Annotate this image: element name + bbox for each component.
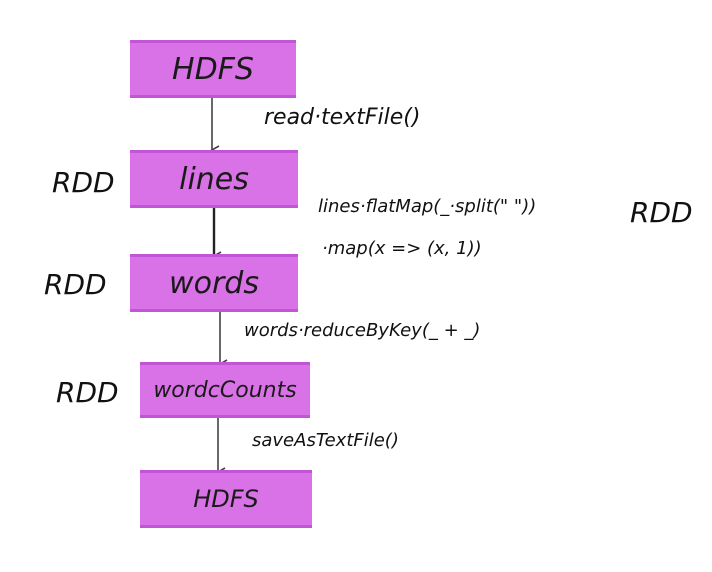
rdd-label-lines: RDD [52, 166, 115, 199]
operation-read-textfile: read·textFile() [264, 105, 421, 130]
node-lines: lines [130, 150, 298, 208]
node-words-label: words [169, 265, 259, 301]
node-lines-label: lines [179, 161, 249, 197]
operation-map-pair: ·map(x => (x, 1)) [322, 238, 482, 259]
node-hdfs-sink: HDFS [140, 470, 312, 528]
node-hdfs-source: HDFS [130, 40, 296, 98]
node-hdfs-source-label: HDFS [172, 51, 254, 87]
rdd-label-word-counts: RDD [56, 376, 119, 409]
node-hdfs-sink-label: HDFS [193, 485, 259, 513]
operation-save-textfile: saveAsTextFile() [252, 430, 399, 451]
node-word-counts: wordcCounts [140, 362, 310, 418]
node-word-counts-label: wordcCounts [153, 377, 297, 403]
operation-reduce-by-key: words·reduceByKey(_ + _) [244, 320, 481, 341]
node-words: words [130, 254, 298, 312]
rdd-label-words: RDD [44, 268, 107, 301]
operation-flatmap-split: lines·flatMap(_·split(" ")) [318, 196, 537, 217]
rdd-label-flatmap: RDD [630, 196, 693, 229]
